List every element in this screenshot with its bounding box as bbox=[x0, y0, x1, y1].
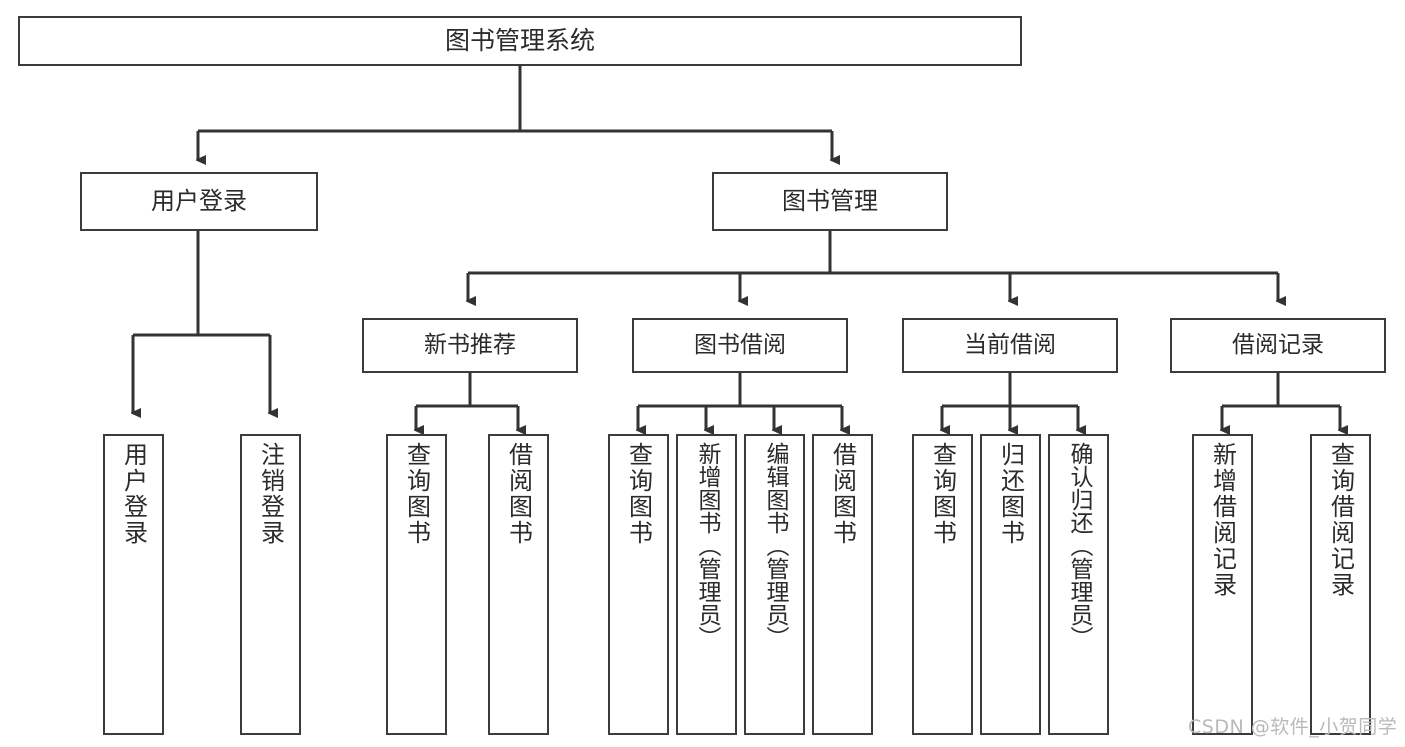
node-label: 归还图书 bbox=[996, 442, 1025, 546]
node-root-system[interactable]: 图书管理系统 bbox=[18, 16, 1022, 66]
node-label: 借阅记录 bbox=[1232, 332, 1324, 359]
leaf-new-book-query[interactable]: 查询图书 bbox=[386, 434, 447, 735]
node-label: 用户登录 bbox=[151, 186, 247, 215]
node-user-login[interactable]: 用户登录 bbox=[80, 172, 318, 231]
leaf-records-query[interactable]: 查询借阅记录 bbox=[1310, 434, 1371, 735]
leaf-book-borrow-borrow[interactable]: 借阅图书 bbox=[812, 434, 873, 735]
leaf-user-login-login[interactable]: 用户登录 bbox=[103, 434, 164, 735]
node-label: 图书管理 bbox=[782, 186, 878, 215]
node-label: 新增借阅记录 bbox=[1208, 442, 1237, 598]
node-label: 编辑图书（管理员） bbox=[762, 442, 788, 649]
leaf-current-borrow-confirm-return[interactable]: 确认归还（管理员） bbox=[1048, 434, 1109, 735]
node-new-book-recommend[interactable]: 新书推荐 bbox=[362, 318, 578, 373]
leaf-records-add[interactable]: 新增借阅记录 bbox=[1192, 434, 1253, 735]
leaf-new-book-borrow[interactable]: 借阅图书 bbox=[488, 434, 549, 735]
node-label: 确认归还（管理员） bbox=[1066, 442, 1092, 649]
node-label: 用户登录 bbox=[119, 442, 148, 546]
node-label: 新增图书（管理员） bbox=[694, 442, 720, 649]
leaf-user-login-logout[interactable]: 注销登录 bbox=[240, 434, 301, 735]
node-label: 借阅图书 bbox=[504, 442, 533, 546]
node-current-borrow[interactable]: 当前借阅 bbox=[902, 318, 1118, 373]
node-borrow-records[interactable]: 借阅记录 bbox=[1170, 318, 1386, 373]
node-label: 注销登录 bbox=[256, 442, 285, 546]
node-label: 查询图书 bbox=[402, 442, 431, 546]
node-label: 图书借阅 bbox=[694, 332, 786, 359]
watermark: CSDN @软件_小贺同学 bbox=[1188, 716, 1398, 738]
leaf-book-borrow-add[interactable]: 新增图书（管理员） bbox=[676, 434, 737, 735]
leaf-current-borrow-return[interactable]: 归还图书 bbox=[980, 434, 1041, 735]
node-label: 图书管理系统 bbox=[444, 25, 595, 55]
leaf-book-borrow-edit[interactable]: 编辑图书（管理员） bbox=[744, 434, 805, 735]
node-label: 查询图书 bbox=[928, 442, 957, 546]
node-label: 借阅图书 bbox=[828, 442, 857, 546]
node-book-management[interactable]: 图书管理 bbox=[712, 172, 948, 231]
node-book-borrow[interactable]: 图书借阅 bbox=[632, 318, 848, 373]
leaf-book-borrow-query[interactable]: 查询图书 bbox=[608, 434, 669, 735]
node-label: 查询借阅记录 bbox=[1326, 442, 1355, 598]
leaf-current-borrow-query[interactable]: 查询图书 bbox=[912, 434, 973, 735]
node-label: 查询图书 bbox=[624, 442, 653, 546]
node-label: 当前借阅 bbox=[964, 332, 1056, 359]
node-label: 新书推荐 bbox=[424, 332, 516, 359]
